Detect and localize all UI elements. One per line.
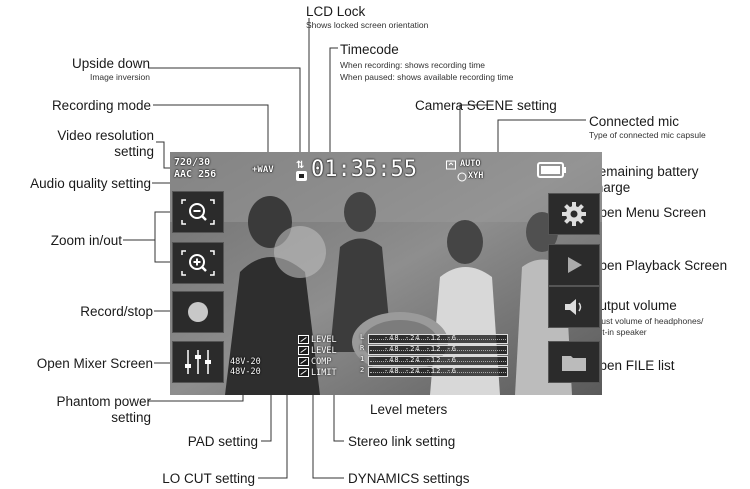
open-menu-button[interactable] <box>548 193 600 235</box>
open-menu-label: Open Menu Screen <box>589 205 707 220</box>
stereo-link-label: Stereo link setting <box>348 434 456 449</box>
video-resolution-label-1: Video resolution <box>57 128 154 143</box>
level-meter: R -48 -24 -12 -6 <box>360 344 510 356</box>
timecode-display: 01:35:55 <box>311 157 417 182</box>
record-stop-label: Record/stop <box>80 304 153 319</box>
play-icon <box>568 257 582 273</box>
record-icon <box>188 302 208 322</box>
mixer-icon <box>185 350 211 374</box>
open-mixer-label: Open Mixer Screen <box>36 356 153 371</box>
meter-channel-label: R <box>360 344 365 352</box>
meter-bar <box>368 356 508 366</box>
zoom-in-button[interactable] <box>172 242 224 284</box>
dynamics-label: DYNAMICS settings <box>348 471 470 486</box>
level-meters-label: Level meters <box>370 402 448 417</box>
level-meter: 2 -48 -24 -12 -6 <box>360 366 510 378</box>
output-volume-sub1: Adjust volume of headphones/ <box>589 316 704 326</box>
knob-icon <box>298 346 309 355</box>
audio-quality-value: AAC 256 <box>174 169 217 180</box>
open-playback-label: Open Playback Screen <box>589 258 728 273</box>
lo-cut-label: LO CUT setting <box>162 471 255 486</box>
open-file-list-label: Open FILE list <box>589 358 675 373</box>
output-volume-button[interactable] <box>548 286 600 328</box>
mixer-row: LEVEL <box>298 334 343 345</box>
meter-channel-label: 2 <box>360 366 365 374</box>
svg-text:⇅: ⇅ <box>296 160 304 171</box>
mixer-row-label: COMP <box>311 356 332 367</box>
phantom-power-label-1: Phantom power <box>56 394 151 409</box>
audio-quality-label: Audio quality setting <box>30 176 151 191</box>
level-meter: 1 -48 -24 -12 -6 <box>360 355 510 367</box>
open-file-list-button[interactable] <box>548 341 600 383</box>
battery-label-1: Remaining battery <box>589 164 699 179</box>
upside-down-icon: ⇅ <box>296 160 307 181</box>
camera-scene-label: Camera SCENE setting <box>415 98 557 113</box>
output-volume-sub2: built-in speaker <box>589 327 647 337</box>
device-screen: 720/30 AAC 256 +WAV ⇅ 01:35:55 AUTO XYH <box>170 152 602 395</box>
video-resolution-value: 720/30 <box>174 157 211 168</box>
meter-channel-label: 1 <box>360 355 365 363</box>
recording-mode-value: +WAV <box>252 165 274 175</box>
open-playback-button[interactable] <box>548 244 600 286</box>
knob-icon <box>298 335 309 344</box>
folder-icon <box>562 356 586 371</box>
meter-scale: -48 -24 -12 -6 <box>384 367 458 375</box>
phantom-power-label-2: setting <box>111 410 151 425</box>
level-meter: L -48 -24 -12 -6 <box>360 333 510 345</box>
timecode-sub1: When recording: shows recording time <box>340 60 486 70</box>
lcd-lock-label: LCD Lock <box>306 4 366 19</box>
knob-icon <box>298 368 309 377</box>
zoom-out-icon <box>181 199 215 225</box>
mixer-row-label: LEVEL <box>311 334 337 345</box>
camera-scene-icon <box>446 160 456 170</box>
video-resolution-label-2: setting <box>114 144 154 159</box>
mic-icon <box>457 172 467 182</box>
mixer-row-label: LIMIT <box>311 367 337 378</box>
speaker-icon <box>565 299 582 315</box>
lcd-lock-sub: Shows locked screen orientation <box>306 20 429 30</box>
meter-scale: -48 -24 -12 -6 <box>384 334 458 342</box>
scene-value: AUTO <box>460 159 481 169</box>
upside-down-sub: Image inversion <box>89 72 150 82</box>
upside-down-label: Upside down <box>71 56 150 71</box>
meter-bar <box>368 367 508 377</box>
connected-mic-sub: Type of connected mic capsule <box>589 130 706 140</box>
zoom-in-icon <box>181 250 215 276</box>
mic-capsule-value: XYH <box>468 171 484 181</box>
timecode-sub2: When paused: shows available recording t… <box>340 72 514 82</box>
gear-icon <box>562 202 586 226</box>
mixer-row: LEVEL <box>298 345 343 356</box>
meter-scale: -48 -24 -12 -6 <box>384 345 458 353</box>
meter-scale: -48 -24 -12 -6 <box>384 356 458 364</box>
connected-mic-label: Connected mic <box>589 114 680 129</box>
recording-mode-label: Recording mode <box>51 98 151 113</box>
zoom-out-button[interactable] <box>172 191 224 233</box>
output-volume-label: Output volume <box>589 298 677 313</box>
meter-channel-label: L <box>360 333 365 341</box>
zoom-label: Zoom in/out <box>50 233 122 248</box>
mixer-row: COMP <box>298 356 343 367</box>
meter-bar <box>368 345 508 355</box>
timecode-label: Timecode <box>340 42 399 57</box>
phantom-power-value-1: 48V-20 <box>230 357 261 367</box>
battery-icon <box>537 162 566 178</box>
phantom-power-value-2: 48V-20 <box>230 367 261 377</box>
open-mixer-button[interactable] <box>172 341 224 383</box>
meter-bar <box>368 334 508 344</box>
record-stop-button[interactable] <box>172 291 224 333</box>
mixer-row-label: LEVEL <box>311 345 337 356</box>
knob-icon <box>298 357 309 366</box>
pad-setting-label: PAD setting <box>187 434 258 449</box>
mixer-row: LIMIT <box>298 367 343 378</box>
